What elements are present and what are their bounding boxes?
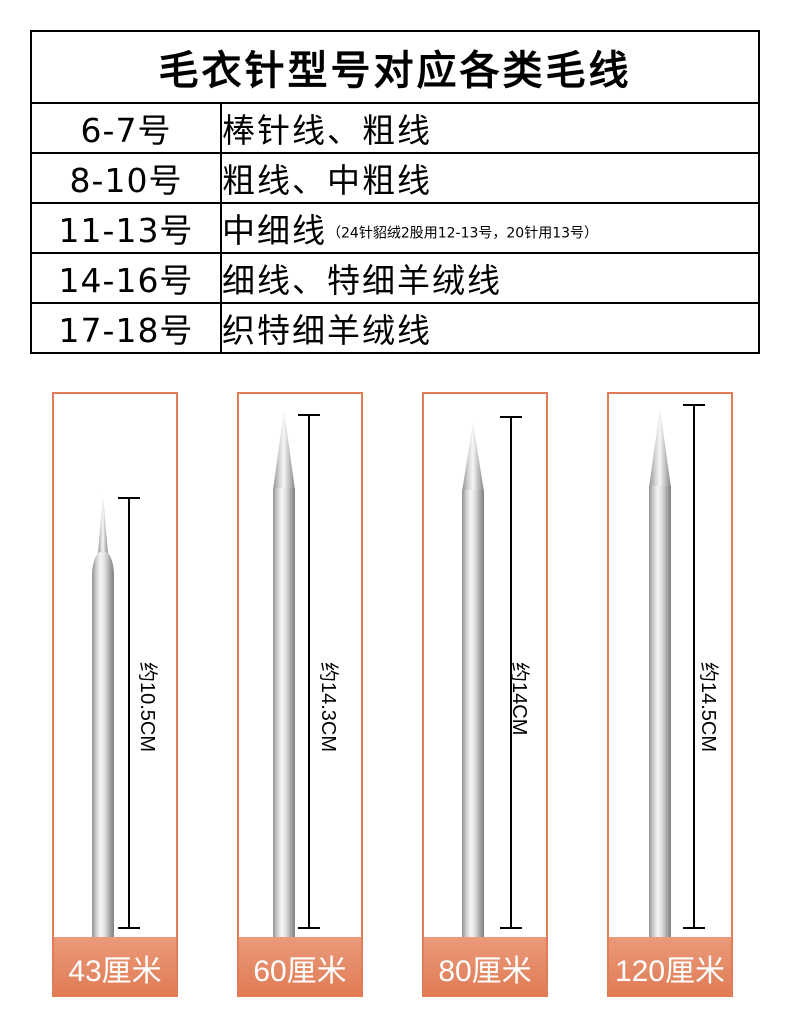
- measure-line: [510, 416, 512, 929]
- length-label: 约10.5CM: [136, 662, 158, 753]
- measure-cap-bottom: [298, 927, 320, 929]
- yarn-note: （24针貂绒2股用12-13号，20针用13号）: [327, 225, 599, 242]
- cable-length-badge: 43厘米: [54, 937, 176, 995]
- measure-cap-bottom: [118, 927, 140, 929]
- table-row: 11-13号 中细线（24针貂绒2股用12-13号，20针用13号）: [30, 202, 760, 254]
- table-row: 17-18号 织特细羊绒线: [30, 302, 760, 354]
- needle-shaft: [462, 490, 484, 954]
- yarn-type-cell: 粗线、中粗线: [220, 152, 760, 204]
- measure-line: [128, 497, 130, 929]
- yarn-type-text: 织特细羊绒线: [222, 311, 432, 350]
- yarn-type-cell: 棒针线、粗线: [220, 102, 760, 154]
- needle-image: [649, 408, 671, 954]
- cable-length-badge: 60厘米: [239, 937, 361, 995]
- needle-tip: [273, 410, 295, 490]
- length-label: 约14.3CM: [317, 662, 339, 753]
- table-row: 8-10号 粗线、中粗线: [30, 152, 760, 204]
- needle-image: [273, 410, 295, 954]
- cable-length-badge: 120厘米: [609, 937, 731, 995]
- needle-image: [92, 494, 114, 954]
- yarn-type-text: 棒针线、粗线: [222, 111, 432, 150]
- yarn-type-text: 细线、特细羊绒线: [222, 261, 502, 300]
- yarn-type-cell: 织特细羊绒线: [220, 302, 760, 354]
- table-row: 14-16号 细线、特细羊绒线: [30, 252, 760, 304]
- needle-card-120cm: 约14.5CM 120厘米: [607, 392, 733, 997]
- needle-size-table: 毛衣针型号对应各类毛线 6-7号 棒针线、粗线 8-10号 粗线、中粗线 11-…: [30, 30, 760, 354]
- measure-cap-bottom: [683, 927, 705, 929]
- needle-size-cell: 11-13号: [30, 202, 222, 254]
- table-title-row: 毛衣针型号对应各类毛线: [30, 30, 760, 104]
- needle-image: [462, 422, 484, 954]
- yarn-type-cell: 中细线（24针貂绒2股用12-13号，20针用13号）: [220, 202, 760, 254]
- measure-line: [308, 414, 310, 929]
- needle-tip: [98, 494, 108, 554]
- needle-size-cell: 6-7号: [30, 102, 222, 154]
- needle-shaft: [649, 486, 671, 954]
- cable-length-badge: 80厘米: [424, 937, 546, 995]
- measure-line: [693, 404, 695, 929]
- yarn-type-text: 中细线: [222, 211, 327, 250]
- yarn-type-text: 粗线、中粗线: [222, 161, 432, 200]
- needle-shaft: [92, 552, 114, 954]
- yarn-type-cell: 细线、特细羊绒线: [220, 252, 760, 304]
- length-label: 约14.5CM: [697, 662, 719, 753]
- needle-card-60cm: 约14.3CM 60厘米: [237, 392, 363, 997]
- needle-shaft: [273, 488, 295, 954]
- needle-size-cell: 14-16号: [30, 252, 222, 304]
- measure-cap-bottom: [500, 927, 522, 929]
- needle-size-cell: 17-18号: [30, 302, 222, 354]
- needle-size-cell: 8-10号: [30, 152, 222, 204]
- needle-card-80cm: 约14CM 80厘米: [422, 392, 548, 997]
- needle-card-43cm: 约10.5CM 43厘米: [52, 392, 178, 997]
- length-label: 约14CM: [508, 662, 530, 736]
- table-title: 毛衣针型号对应各类毛线: [30, 30, 760, 104]
- needle-tip: [649, 408, 671, 488]
- needle-tip: [462, 422, 484, 492]
- table-row: 6-7号 棒针线、粗线: [30, 102, 760, 154]
